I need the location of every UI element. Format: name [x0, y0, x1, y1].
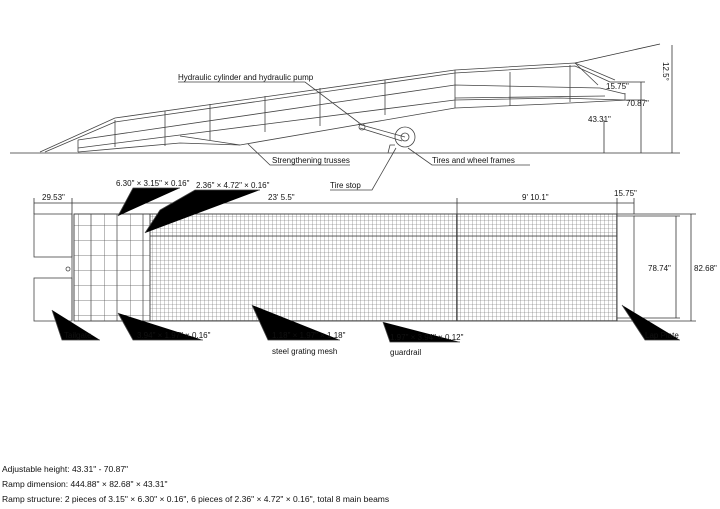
- dim-inner-width: 78.74": [648, 264, 671, 273]
- dim-lip: 15.75": [606, 82, 629, 91]
- lap-plate: [617, 215, 635, 319]
- spec-ramp-dimension: Ramp dimension: 444.88" × 82.68" × 43.31…: [2, 479, 168, 489]
- top-dimensions: [33, 198, 696, 322]
- ramp-frame: [39, 62, 629, 153]
- label-tailgate: Tailgate: [64, 331, 92, 340]
- wheel: [394, 126, 416, 148]
- label-mesh: steel grating mesh: [272, 347, 337, 356]
- dim-max-height: 70.87": [626, 99, 649, 108]
- tailgate-lower: [33, 277, 73, 322]
- tailgate-upper: [33, 213, 73, 258]
- label-plate-bottom: 3.94" × 1.97" × 0.16": [137, 331, 211, 340]
- tire-stop: [387, 144, 395, 154]
- label-trusses: Strengthening trusses: [272, 156, 350, 165]
- dim-min-height: 43.31": [588, 115, 611, 124]
- spec-adjustable-height: Adjustable height: 43.31" - 70.87": [2, 464, 129, 474]
- label-plate-diag: 2.36" × 4.72" × 0.16": [196, 181, 270, 190]
- dim-outer-width: 82.68": [694, 264, 717, 273]
- label-plate-top: 6.30" × 3.15" × 0.16": [116, 179, 190, 188]
- label-lap-plate: Lap Plate: [645, 331, 679, 340]
- height-dimensions: [574, 43, 673, 153]
- spec-ramp-structure: Ramp structure: 2 pieces of 3.15" × 6.30…: [2, 494, 390, 504]
- label-guardrail-size: 1.97" × 3.94" × 0.12": [390, 333, 464, 342]
- label-hydraulic: Hydraulic cylinder and hydraulic pump: [178, 73, 314, 82]
- plate-section: [73, 213, 151, 322]
- dim-angle: 12.5°: [661, 62, 670, 81]
- steel-grating-mesh: [149, 213, 618, 322]
- dim-lap-length: 15.75": [614, 189, 637, 198]
- hydraulic-cylinder: [357, 123, 406, 142]
- top-view: [33, 187, 696, 343]
- label-guardrail: guardrail: [390, 348, 421, 357]
- dim-ramp-length: 23' 5.5": [268, 193, 295, 202]
- label-tires: Tires and wheel frames: [432, 156, 515, 165]
- dim-tailgate-length: 29.53": [42, 193, 65, 202]
- leader-lines: [178, 81, 530, 191]
- label-tire-stop: Tire stop: [330, 181, 361, 190]
- label-mesh-size: 1.18" × 1.97" × 1.18": [272, 331, 346, 340]
- dim-flat-length: 9' 10.1": [522, 193, 549, 202]
- top-leaders: [51, 187, 680, 343]
- side-view: [10, 43, 680, 191]
